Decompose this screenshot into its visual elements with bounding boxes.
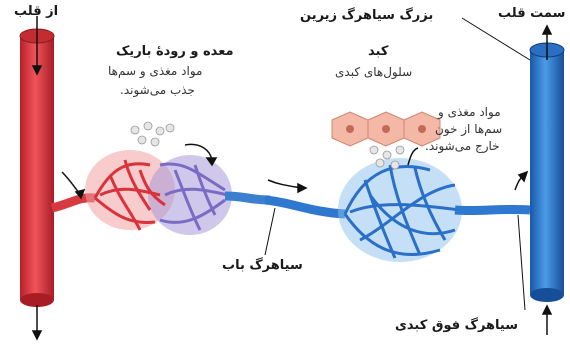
- liver-cells-label: سلول‌های کبدی: [335, 65, 412, 80]
- inferior-vena-cava-label: بزرگ سیاهرگ زیرین: [300, 8, 433, 24]
- liver-cells-icon: [332, 112, 440, 146]
- stomach-intestine-title: معده و رودهٔ باریک: [116, 44, 234, 60]
- liver-note-line3: خارج می‌شوند.: [425, 139, 500, 154]
- portal-vein-label: سیاهرگ باب: [222, 258, 303, 274]
- portal-vein-vessel: [265, 200, 345, 214]
- liver-capillary-bed: [338, 158, 530, 262]
- hepatic-vein-label: سیاهرگ فوق کبدی: [395, 318, 518, 334]
- vena-cava-vessel: [530, 43, 564, 302]
- absorption-note-line1: مواد مغذی و سم‌ها: [108, 64, 202, 79]
- liver-note-line2: سم‌ها از خون: [435, 122, 502, 137]
- from-heart-label: از قلب: [14, 4, 58, 20]
- intestine-capillary-bed: [85, 150, 270, 235]
- to-heart-label: سمت قلب: [498, 6, 565, 22]
- liver-title: کبد: [368, 44, 388, 60]
- absorption-note-line2: جذب می‌شوند.: [120, 83, 195, 98]
- liver-note-line1: مواد مغذی و: [438, 105, 501, 120]
- artery-vessel: [20, 29, 95, 307]
